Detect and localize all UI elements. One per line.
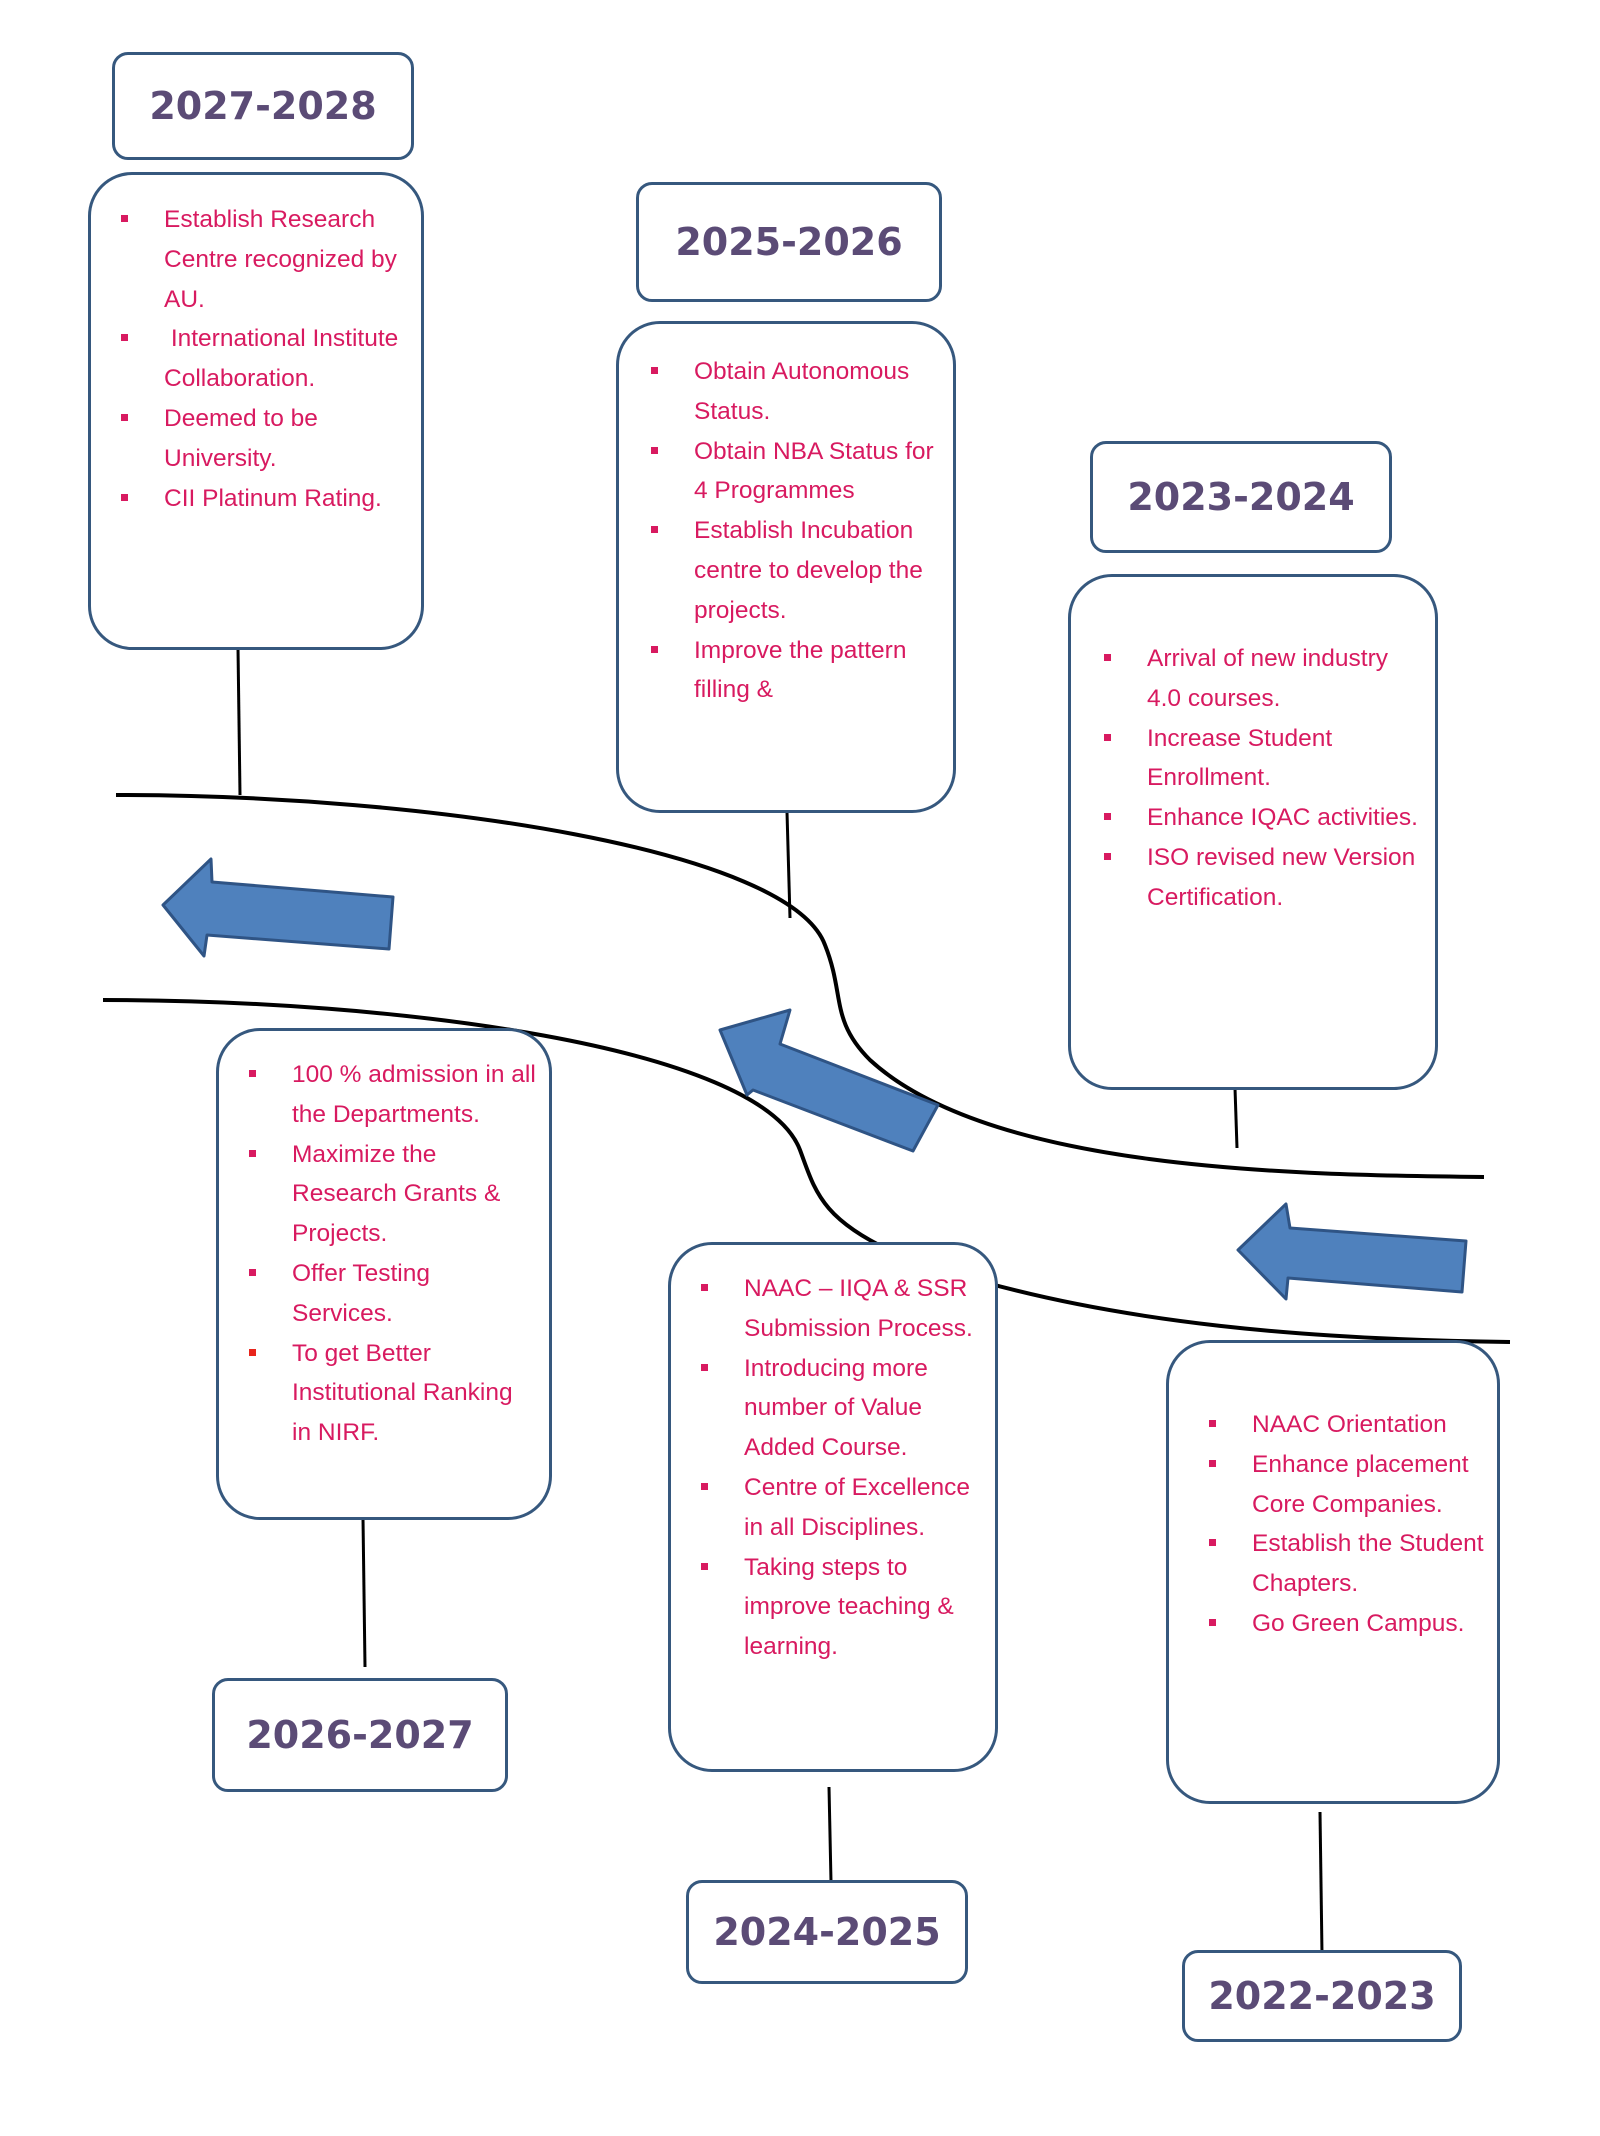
- list-item: Go Green Campus.: [1209, 1604, 1486, 1644]
- connector-2026-2027: [361, 1517, 367, 1668]
- connector-2027-2028: [236, 647, 242, 796]
- list-item: Obtain NBA Status for 4 Programmes: [651, 432, 934, 512]
- list-item: Taking steps to improve teaching & learn…: [701, 1548, 984, 1667]
- list-item: Obtain Autonomous Status.: [651, 352, 934, 432]
- year-label-2022-2023: 2022-2023: [1182, 1950, 1462, 2042]
- list-item: CII Platinum Rating.: [121, 479, 404, 519]
- road-lower-edge: [102, 998, 1511, 1344]
- list-item: Increase Student Enrollment.: [1104, 719, 1421, 799]
- list-item: Maximize the Research Grants & Projects.: [249, 1135, 536, 1254]
- milestone-list-2023-2024: Arrival of new industry 4.0 courses. Inc…: [1104, 639, 1421, 918]
- milestone-list-2026-2027: 100 % admission in all the Departments. …: [249, 1055, 536, 1453]
- list-item: Centre of Excellence in all Disciplines.: [701, 1468, 984, 1548]
- arrow-left-icon-lower: [1236, 1202, 1468, 1301]
- list-item: Enhance IQAC activities.: [1104, 798, 1421, 838]
- arrow-up-left-icon: [718, 1008, 940, 1153]
- list-item: Arrival of new industry 4.0 courses.: [1104, 639, 1421, 719]
- year-label-2023-2024: 2023-2024: [1090, 441, 1392, 553]
- connector-2022-2023: [1318, 1811, 1324, 1955]
- list-item: Establish the Student Chapters.: [1209, 1524, 1486, 1604]
- road-upper-edge: [115, 793, 1485, 1179]
- list-item: Establish Research Centre recognized by …: [121, 200, 404, 319]
- year-label-2025-2026: 2025-2026: [636, 182, 942, 302]
- list-item: 100 % admission in all the Departments.: [249, 1055, 536, 1135]
- connector-2025-2026: [785, 811, 792, 919]
- milestone-card-2024-2025: NAAC – IIQA & SSR Submission Process. In…: [668, 1242, 998, 1772]
- list-item: NAAC Orientation: [1209, 1405, 1486, 1445]
- list-item: Deemed to be University.: [121, 399, 404, 479]
- list-item: Enhance placement Core Companies.: [1209, 1445, 1486, 1525]
- milestone-list-2025-2026: Obtain Autonomous Status. Obtain NBA Sta…: [651, 352, 934, 711]
- milestone-card-2023-2024: Arrival of new industry 4.0 courses. Inc…: [1068, 574, 1438, 1090]
- milestone-card-2025-2026: Obtain Autonomous Status. Obtain NBA Sta…: [616, 321, 956, 813]
- list-item: International Institute Collaboration.: [121, 319, 404, 399]
- connector-2023-2024: [1233, 1087, 1239, 1149]
- list-item: ISO revised new Version Certification.: [1104, 838, 1421, 918]
- year-label-2024-2025: 2024-2025: [686, 1880, 968, 1984]
- milestone-card-2027-2028: Establish Research Centre recognized by …: [88, 172, 424, 650]
- milestone-list-2027-2028: Establish Research Centre recognized by …: [121, 200, 404, 519]
- year-label-2026-2027: 2026-2027: [212, 1678, 508, 1792]
- list-item: Offer Testing Services.: [249, 1254, 536, 1334]
- list-item: Improve the pattern filling &: [651, 631, 934, 711]
- milestone-list-2022-2023: NAAC Orientation Enhance placement Core …: [1209, 1405, 1486, 1644]
- connector-2024-2025: [827, 1786, 833, 1883]
- milestone-card-2022-2023: NAAC Orientation Enhance placement Core …: [1166, 1340, 1500, 1804]
- list-item: Establish Incubation centre to develop t…: [651, 511, 934, 630]
- year-label-2027-2028: 2027-2028: [112, 52, 414, 160]
- list-item: Introducing more number of Value Added C…: [701, 1349, 984, 1468]
- list-item: To get Better Institutional Ranking in N…: [249, 1334, 536, 1453]
- milestone-card-2026-2027: 100 % admission in all the Departments. …: [216, 1028, 552, 1520]
- milestone-list-2024-2025: NAAC – IIQA & SSR Submission Process. In…: [701, 1269, 984, 1667]
- list-item: NAAC – IIQA & SSR Submission Process.: [701, 1269, 984, 1349]
- arrow-left-icon: [161, 857, 395, 958]
